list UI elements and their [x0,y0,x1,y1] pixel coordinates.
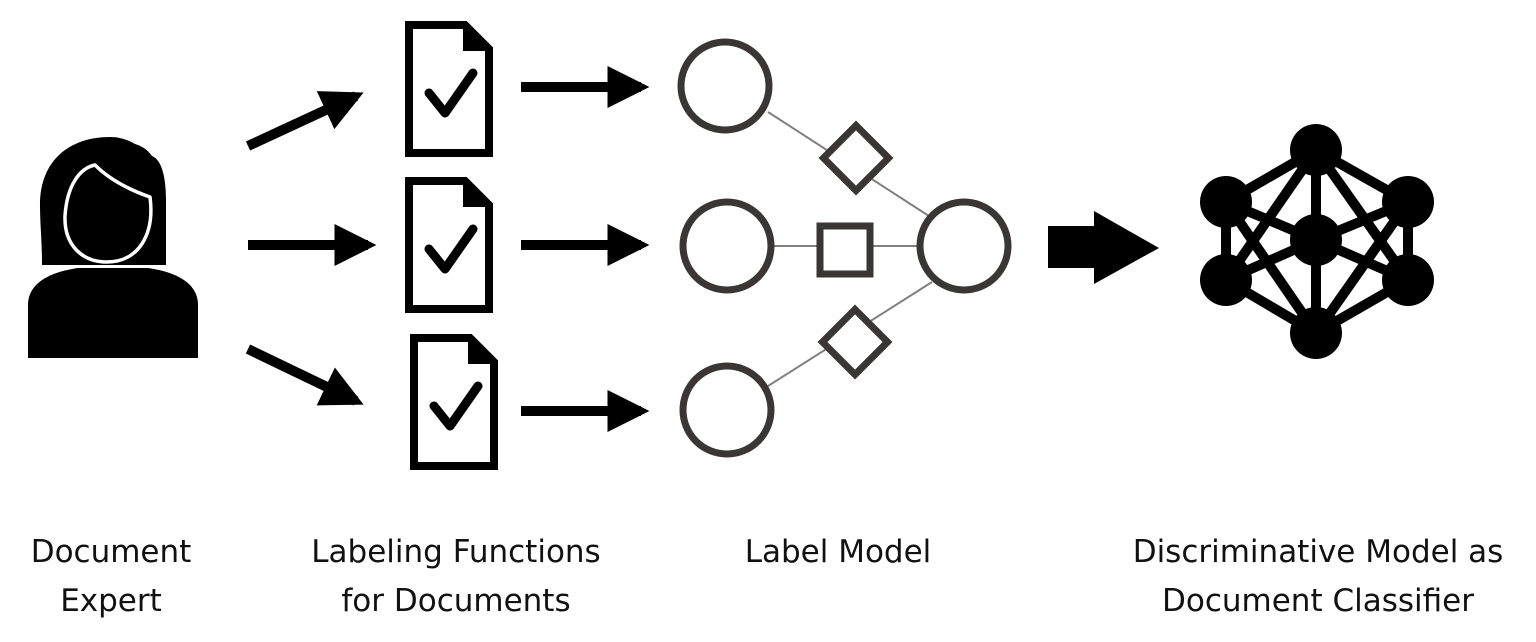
checked-document-icon [414,336,496,466]
caption-line: for Documents [341,583,571,619]
caption-classifier: Discriminative Model as Document Classif… [1133,528,1504,626]
labeling-function-docs [409,23,496,466]
caption-line: Document Classifier [1162,583,1474,619]
factor-square-middle [816,222,874,278]
neural-network-icon [1200,124,1434,359]
lf-to-label-model-arrows [521,66,650,432]
factor-diamond-top [818,120,894,196]
caption-line: Discriminative Model as [1132,534,1504,570]
checked-document-icon [409,179,491,309]
caption-label-model: Label Model [745,528,932,577]
label-model-node-top [677,38,773,134]
label-model-node-middle [679,198,775,294]
arrow-expert-to-lf-bottom [245,344,364,406]
caption-line: Labeling Functions [311,534,601,570]
checked-document-icon [409,23,491,153]
factor-diamond-bottom [817,304,893,380]
caption-line: Expert [60,583,162,619]
expert-to-lf-arrows [245,91,377,406]
arrow-label-model-to-classifier [1048,211,1159,284]
caption-document-expert: Document Expert [31,528,192,626]
caption-labeling-functions: Labeling Functions for Documents [311,528,600,626]
caption-line: Label Model [744,534,932,570]
person-icon [28,137,198,358]
arrow-expert-to-lf-top [245,91,364,151]
caption-line: Document [30,534,192,570]
label-model-output-node [916,198,1012,294]
label-model-graph [677,38,1012,458]
label-model-node-bottom [679,362,775,458]
